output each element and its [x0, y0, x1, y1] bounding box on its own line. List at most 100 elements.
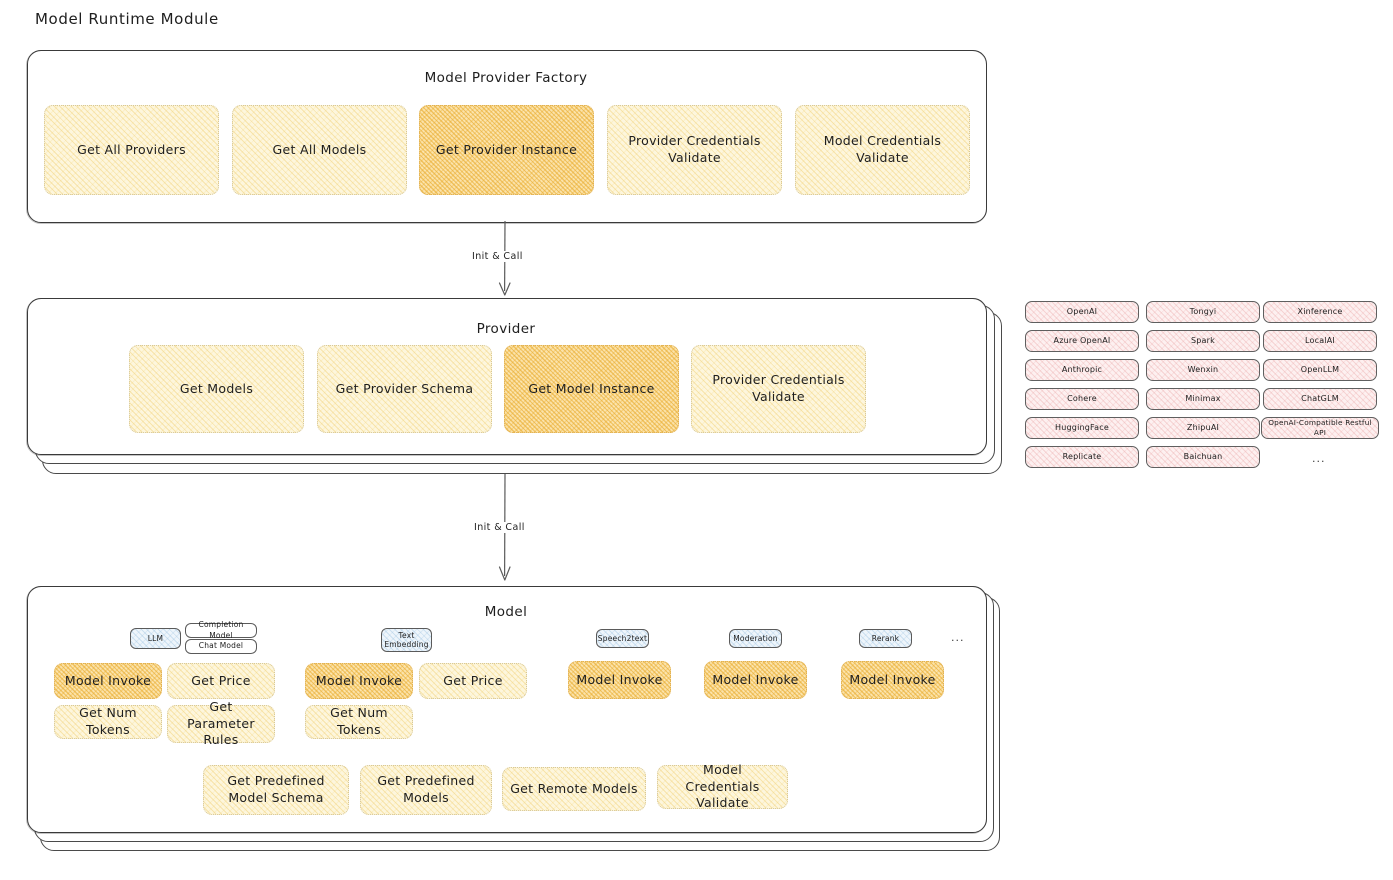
model-type-chip-llm[interactable]: LLM [130, 628, 181, 649]
provider-card-get-provider-schema[interactable]: Get Provider Schema [317, 345, 492, 433]
moderation-method-model-invoke[interactable]: Model Invoke [704, 661, 807, 699]
provider-chip-huggingface[interactable]: HuggingFace [1025, 417, 1139, 439]
provider-chip-label: OpenAI-Compatible Restful API [1268, 418, 1372, 437]
model-shared-method-get-remote-models[interactable]: Get Remote Models [502, 767, 646, 811]
rerank-method-model-invoke[interactable]: Model Invoke [841, 661, 944, 699]
provider-card-get-models[interactable]: Get Models [129, 345, 304, 433]
factory-card-label: Provider Credentials Validate [628, 133, 761, 165]
provider-chip-openllm[interactable]: OpenLLM [1263, 359, 1377, 381]
llm-method-model-invoke[interactable]: Model Invoke [54, 663, 162, 699]
method-label: Model Invoke [849, 671, 936, 687]
method-label: Get Num Tokens [330, 705, 388, 737]
model-shared-method-model-credentials-validate[interactable]: Model Credentials Validate [657, 762, 788, 810]
provider-chip-label: LocalAI [1305, 335, 1335, 345]
factory-card-label: Get Provider Instance [435, 141, 578, 157]
llm-method-get-parameter-rules[interactable]: Get Parameter Rules [167, 699, 275, 747]
provider-chip-replicate[interactable]: Replicate [1025, 446, 1139, 468]
model-subtype-label: Chat Model [198, 641, 244, 651]
factory-card-model-credentials-validate[interactable]: Model Credentials Validate [795, 105, 970, 195]
method-label: Model Invoke [576, 671, 663, 687]
model-type-label: Moderation [733, 633, 778, 643]
provider-chip-label: OpenLLM [1300, 364, 1340, 374]
provider-card-label: Get Provider Schema [335, 380, 474, 396]
factory-card-label: Model Credentials Validate [823, 133, 942, 165]
model-type-label: LLM [147, 633, 164, 643]
llm-method-get-price[interactable]: Get Price [167, 663, 275, 699]
provider-chip-label: Tongyi [1189, 306, 1217, 316]
provider-chip-anthropic[interactable]: Anthropic [1025, 359, 1139, 381]
model-type-label: Text Embedding [384, 630, 429, 649]
model-provider-factory-title: Model Provider Factory [424, 70, 588, 86]
factory-card-get-all-providers[interactable]: Get All Providers [44, 105, 219, 195]
provider-chip-baichuan[interactable]: Baichuan [1146, 446, 1260, 468]
factory-card-label: Get All Providers [77, 141, 186, 157]
provider-chip-label: Spark [1191, 335, 1215, 345]
provider-chip-label: Cohere [1067, 393, 1097, 403]
model-type-label: Speech2text [597, 633, 648, 643]
provider-card-label: Provider Credentials Validate [712, 372, 845, 404]
provider-card-label: Get Model Instance [528, 380, 655, 396]
method-label: Get Predefined Model Schema [227, 773, 325, 805]
method-label: Model Invoke [712, 671, 799, 687]
factory-card-get-provider-instance[interactable]: Get Provider Instance [419, 105, 594, 195]
factory-card-label: Get All Models [272, 141, 367, 157]
provider-chip-xinference[interactable]: Xinference [1263, 301, 1377, 323]
provider-chip-wenxin[interactable]: Wenxin [1146, 359, 1260, 381]
factory-card-get-all-models[interactable]: Get All Models [232, 105, 407, 195]
provider-title: Provider [476, 321, 536, 337]
llm-method-get-num-tokens[interactable]: Get Num Tokens [54, 705, 162, 739]
provider-list-more-ellipsis: ... [1312, 452, 1326, 465]
speech2text-method-model-invoke[interactable]: Model Invoke [568, 661, 671, 699]
model-type-chip-moderation[interactable]: Moderation [729, 629, 782, 648]
provider-chip-localai[interactable]: LocalAI [1263, 330, 1377, 352]
provider-chip-label: Wenxin [1187, 364, 1219, 374]
model-title: Model [484, 604, 528, 620]
method-label: Model Invoke [315, 672, 403, 688]
method-label: Get Num Tokens [79, 705, 137, 737]
text-embedding-method-get-price[interactable]: Get Price [419, 663, 527, 699]
method-label: Get Remote Models [510, 780, 638, 796]
model-subtype-chip-chat-model[interactable]: Chat Model [185, 639, 257, 654]
provider-chip-openai-compatible-restful-api[interactable]: OpenAI-Compatible Restful API [1261, 417, 1379, 439]
text-embedding-method-model-invoke[interactable]: Model Invoke [305, 663, 413, 699]
model-subtype-chip-completion-model[interactable]: Completion Model [185, 620, 257, 640]
provider-chip-label: Azure OpenAI [1053, 335, 1111, 345]
provider-chip-label: Replicate [1062, 451, 1102, 461]
provider-chip-label: HuggingFace [1055, 422, 1109, 432]
model-subtype-label: Completion Model [198, 620, 244, 640]
provider-chip-label: Xinference [1297, 306, 1343, 316]
provider-chip-label: Baichuan [1183, 451, 1223, 461]
model-type-chip-rerank[interactable]: Rerank [859, 629, 912, 648]
provider-card-provider-credentials-validate[interactable]: Provider Credentials Validate [691, 345, 866, 433]
provider-chip-openai[interactable]: OpenAI [1025, 301, 1139, 323]
provider-card-get-model-instance[interactable]: Get Model Instance [504, 345, 679, 433]
provider-chip-label: OpenAI [1066, 306, 1098, 316]
text-embedding-method-get-num-tokens[interactable]: Get Num Tokens [305, 705, 413, 739]
page-title: Model Runtime Module [35, 10, 219, 28]
method-label: Model Credentials Validate [685, 761, 760, 811]
provider-chip-label: ZhipuAI [1186, 422, 1220, 432]
provider-chip-label: Anthropic [1061, 364, 1103, 374]
provider-chip-zhipuai[interactable]: ZhipuAI [1146, 417, 1260, 439]
provider-chip-spark[interactable]: Spark [1146, 330, 1260, 352]
model-shared-method-get-predefined-model-schema[interactable]: Get Predefined Model Schema [203, 765, 349, 815]
factory-card-provider-credentials-validate[interactable]: Provider Credentials Validate [607, 105, 782, 195]
model-type-chip-speech2text[interactable]: Speech2text [596, 629, 649, 648]
provider-chip-chatglm[interactable]: ChatGLM [1263, 388, 1377, 410]
model-shared-method-get-predefined-models[interactable]: Get Predefined Models [360, 765, 492, 815]
method-label: Get Price [191, 672, 251, 688]
method-label: Get Parameter Rules [187, 698, 255, 748]
provider-chip-tongyi[interactable]: Tongyi [1146, 301, 1260, 323]
provider-chip-minimax[interactable]: Minimax [1146, 388, 1260, 410]
provider-card-label: Get Models [179, 380, 254, 396]
model-type-chip-text-embedding[interactable]: Text Embedding [381, 628, 432, 652]
method-label: Get Predefined Models [377, 773, 475, 805]
arrow-label-init-and-call-1: Init & Call [468, 251, 527, 262]
provider-chip-cohere[interactable]: Cohere [1025, 388, 1139, 410]
method-label: Model Invoke [64, 672, 152, 688]
model-types-more-ellipsis: ... [951, 631, 965, 644]
provider-chip-azure-openai[interactable]: Azure OpenAI [1025, 330, 1139, 352]
provider-chip-label: Minimax [1185, 393, 1221, 403]
arrow-label-init-and-call-2: Init & Call [470, 522, 529, 533]
